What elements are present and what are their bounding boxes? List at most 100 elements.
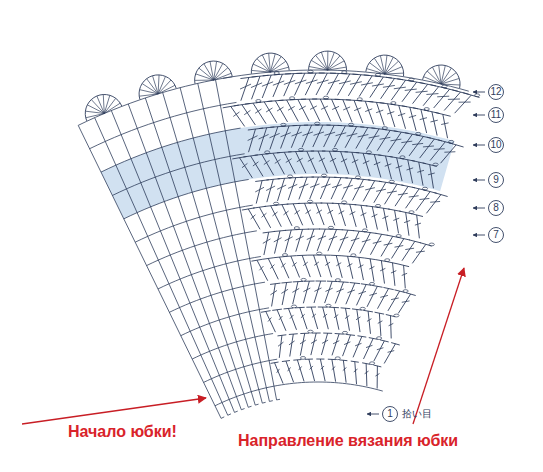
chain-stitch <box>389 180 394 183</box>
scallop-stitch <box>214 73 232 80</box>
stitch-slash <box>363 161 369 164</box>
stitch-bar <box>221 417 224 418</box>
scallop-stitch <box>270 54 275 72</box>
double-crochet <box>288 178 296 201</box>
stitch-top <box>319 255 330 256</box>
stitch-slash <box>325 262 330 265</box>
scallop-stitch <box>139 94 158 96</box>
chain-stitch <box>308 200 313 203</box>
scallop <box>251 53 289 74</box>
double-crochet <box>342 178 352 199</box>
chain-stitch <box>294 227 299 230</box>
double-crochet <box>314 255 321 277</box>
chain-stitch <box>301 278 306 281</box>
chain-stitch <box>290 97 295 100</box>
stitch-slash <box>328 210 333 213</box>
chain-stitch <box>422 187 427 190</box>
stitch-slash <box>334 315 338 318</box>
stitch-slash <box>347 264 352 267</box>
row-line <box>90 102 237 148</box>
stitch-slash <box>270 290 277 294</box>
stitch-slash <box>278 342 283 346</box>
double-crochet <box>368 311 370 334</box>
annotation-text: Направление вязания юбки <box>236 431 460 450</box>
double-crochet <box>296 152 306 174</box>
double-crochet <box>410 107 416 131</box>
scallop-stitch <box>369 63 384 74</box>
chain-stitch <box>394 314 399 317</box>
double-crochet <box>273 74 282 97</box>
stitch-slash <box>325 132 336 135</box>
double-crochet <box>320 177 329 199</box>
stitch-top <box>388 209 401 211</box>
stitch-slash <box>303 132 313 136</box>
stitch-slash <box>264 160 270 164</box>
double-crochet <box>423 87 439 106</box>
double-crochet <box>293 282 298 304</box>
double-crochet <box>266 311 276 332</box>
double-crochet <box>413 84 428 103</box>
double-crochet <box>253 103 266 124</box>
double-crochet <box>426 195 441 214</box>
stitch-top <box>295 307 305 309</box>
stitch-slash <box>369 266 374 269</box>
stitch-slash <box>325 288 332 291</box>
double-crochet <box>443 114 448 138</box>
stitch-top <box>312 333 321 334</box>
row-circle <box>489 85 504 100</box>
stitch-slash <box>279 316 283 320</box>
stitch-slash <box>333 341 339 344</box>
stitch-top <box>398 237 410 240</box>
stitch-slash <box>358 265 363 268</box>
stitch-slash <box>369 136 380 138</box>
stitch-top <box>271 362 279 363</box>
double-crochet <box>291 125 300 147</box>
callout-number: 10 <box>488 137 504 153</box>
double-crochet <box>430 142 445 161</box>
double-crochet <box>274 231 279 254</box>
double-crochet <box>388 291 400 311</box>
stitch-slash <box>434 148 445 150</box>
double-crochet <box>343 335 351 356</box>
scallop <box>423 65 460 88</box>
double-crochet <box>273 153 284 174</box>
double-crochet <box>399 105 406 128</box>
row-line <box>158 256 261 288</box>
double-crochet <box>349 231 359 252</box>
stitch-slash <box>394 87 406 89</box>
double-crochet <box>241 77 249 100</box>
scallop-stitch <box>427 71 441 84</box>
double-crochet <box>379 313 381 336</box>
double-crochet <box>275 363 284 384</box>
double-crochet <box>381 261 384 284</box>
double-crochet <box>328 229 337 251</box>
stitch-slash <box>405 89 417 90</box>
double-crochet <box>290 334 294 356</box>
scallop-stitch <box>327 51 328 70</box>
double-crochet <box>256 181 262 204</box>
chain-stitch <box>332 148 337 151</box>
double-crochet <box>251 156 263 177</box>
scallop <box>85 95 121 121</box>
double-crochet <box>343 100 352 123</box>
stitch-slash <box>340 237 348 240</box>
stitch-slash <box>376 110 383 113</box>
stitch-slash <box>319 158 325 161</box>
double-crochet <box>355 362 357 385</box>
double-crochet <box>356 284 366 305</box>
stitch-slash <box>253 162 259 166</box>
stitch-slash <box>412 143 423 144</box>
chain-stitch <box>360 307 365 310</box>
double-crochet <box>327 203 335 225</box>
double-crochet <box>338 74 350 95</box>
stitch-slash <box>314 132 324 135</box>
double-crochet <box>302 125 312 147</box>
double-crochet <box>381 78 395 98</box>
double-crochet <box>338 204 345 226</box>
double-crochet <box>384 344 395 364</box>
stitch-top <box>274 230 286 231</box>
stitch-top <box>296 229 308 230</box>
stitch-top <box>387 262 398 264</box>
stitch-top <box>383 287 393 289</box>
stitch-slash <box>317 80 329 83</box>
